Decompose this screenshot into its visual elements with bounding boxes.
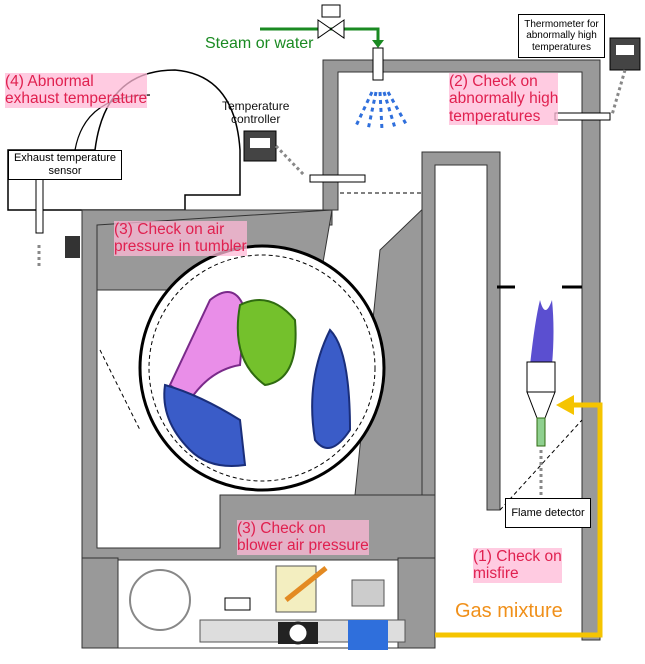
check-misfire: (1) Check on misfire [473, 548, 562, 583]
exhaust-sensor-label: Exhaust temperature sensor [8, 150, 122, 180]
spray-nozzle [372, 47, 384, 81]
clothes-green [236, 299, 297, 387]
steam-arrow [372, 40, 384, 48]
thermometer-display [616, 45, 634, 55]
gas-valve-body [348, 620, 388, 650]
tumbler-inner [148, 254, 376, 482]
check-high-temperature: (2) Check on abnormally high temperature… [449, 73, 559, 126]
burner-tube [536, 417, 546, 447]
exhaust-probe [35, 177, 44, 234]
temperature-controller-display [250, 138, 270, 148]
steam-spray [353, 91, 408, 131]
blower-pressure-sensor [224, 597, 251, 611]
gas-arrow [556, 395, 574, 415]
check-blower-air-pressure: (3) Check on blower air pressure [237, 520, 369, 555]
gas-pipe [435, 402, 603, 638]
controller-wire [274, 144, 307, 178]
door-line [99, 349, 141, 431]
steam-valve [317, 19, 332, 39]
gas-valve-actuator [351, 579, 385, 607]
damper-linkage [284, 566, 328, 602]
temperature-controller-label: Temperature controller [222, 99, 290, 127]
check-exhaust-temperature: (4) Abnormal exhaust temperature [5, 73, 148, 108]
steam-valve [330, 19, 345, 39]
left-leg [81, 557, 119, 649]
clothes-blue [163, 383, 247, 467]
burner-flame [530, 300, 554, 365]
tumbler-pressure-sensor [65, 236, 80, 258]
duct-dashed [499, 419, 583, 511]
check-tumbler-air-pressure: (3) Check on air pressure in tumbler [114, 221, 247, 256]
clothes-blue-right [311, 328, 352, 449]
damper-valve [286, 621, 310, 645]
thermometer-probe [554, 112, 611, 121]
burner-head [526, 361, 556, 393]
valve-actuator [321, 4, 341, 18]
controller-probe [309, 174, 366, 183]
clothes-purple [168, 291, 247, 402]
flame-detector-label: Flame detector [505, 498, 591, 528]
thermometer-label: Thermometer for abnormally high temperat… [518, 14, 605, 58]
burner-nozzle [526, 391, 556, 419]
gas-label: Gas mixture [455, 600, 563, 622]
steam-pipe [260, 27, 380, 45]
steam-label: Steam or water [205, 35, 314, 52]
thermometer-wire [610, 69, 627, 116]
blower-fan [129, 569, 191, 631]
burner-duct [421, 151, 501, 511]
